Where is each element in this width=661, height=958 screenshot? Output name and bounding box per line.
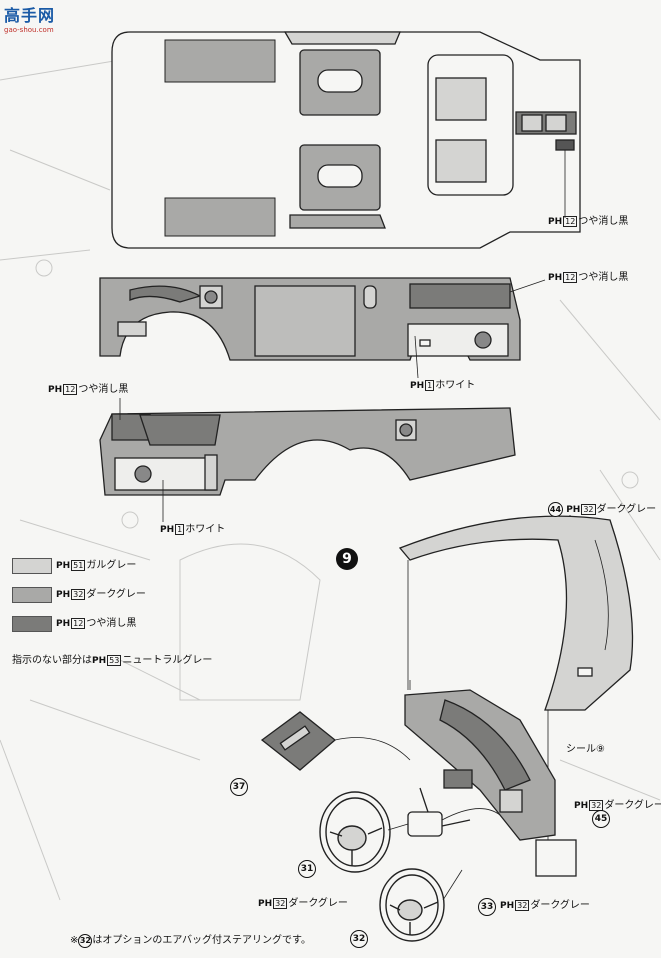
- swatch-gull-gray: [12, 558, 52, 574]
- floor-pan: [111, 31, 581, 249]
- logo-domain: gao-shou.com: [4, 26, 54, 34]
- wheel-31-guide: [387, 823, 409, 831]
- site-logo: 高手网 gao-shou.com: [4, 2, 68, 38]
- part-37-console: [260, 711, 411, 771]
- swatch-dark-gray: [12, 587, 52, 603]
- dashboard-body: [404, 689, 577, 877]
- label-seal: シール⑨: [566, 744, 605, 755]
- part-number-45: 45: [592, 810, 610, 828]
- side-panel-left: [99, 407, 516, 496]
- part-number-32: 32: [350, 930, 368, 948]
- background-ghost-lines: [0, 59, 661, 901]
- steering-wheel-31: [319, 791, 391, 873]
- wheel-32-guide: [442, 869, 463, 901]
- part-number-33: 33: [478, 898, 496, 916]
- swatch-matte-black: [12, 616, 52, 632]
- side-panel-right: [99, 277, 521, 361]
- steering-column: [407, 787, 501, 837]
- dashboard-cover: [398, 515, 634, 711]
- part-number-37: 37: [230, 778, 248, 796]
- footnote-airbag: ※32はオプションのエアバッグ付ステアリングです。: [70, 934, 311, 948]
- step-number: 9: [336, 548, 358, 570]
- steering-wheel-32: [379, 868, 445, 942]
- logo-text: 高手网: [4, 6, 56, 25]
- part-number-31: 31: [298, 860, 316, 878]
